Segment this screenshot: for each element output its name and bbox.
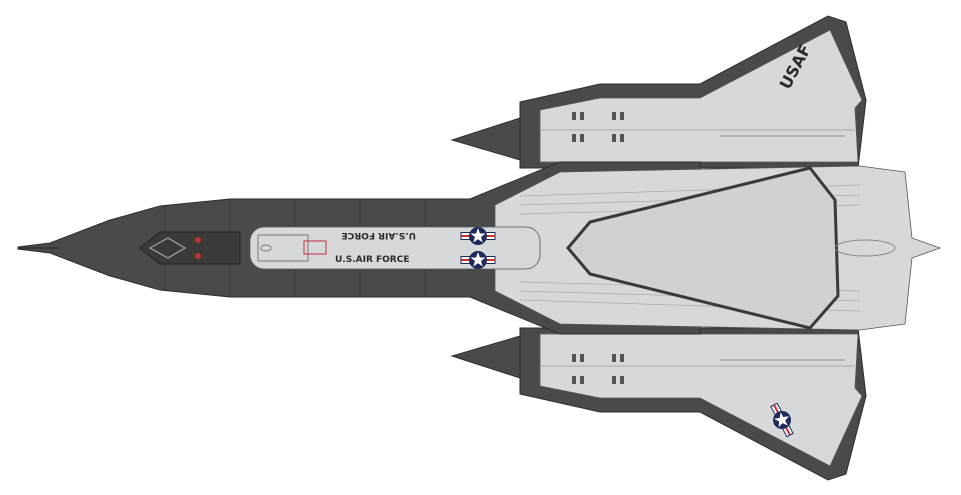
dorsal-section <box>566 166 840 330</box>
fuselage-marking: U.S.AIR FORCE <box>335 255 410 265</box>
cockpit <box>139 231 241 265</box>
fuselage <box>17 161 942 335</box>
fuselage-marking-inverted: U.S.AIR FORCE <box>342 230 417 240</box>
upper-nacelle <box>450 15 867 169</box>
lower-nacelle <box>450 327 867 481</box>
